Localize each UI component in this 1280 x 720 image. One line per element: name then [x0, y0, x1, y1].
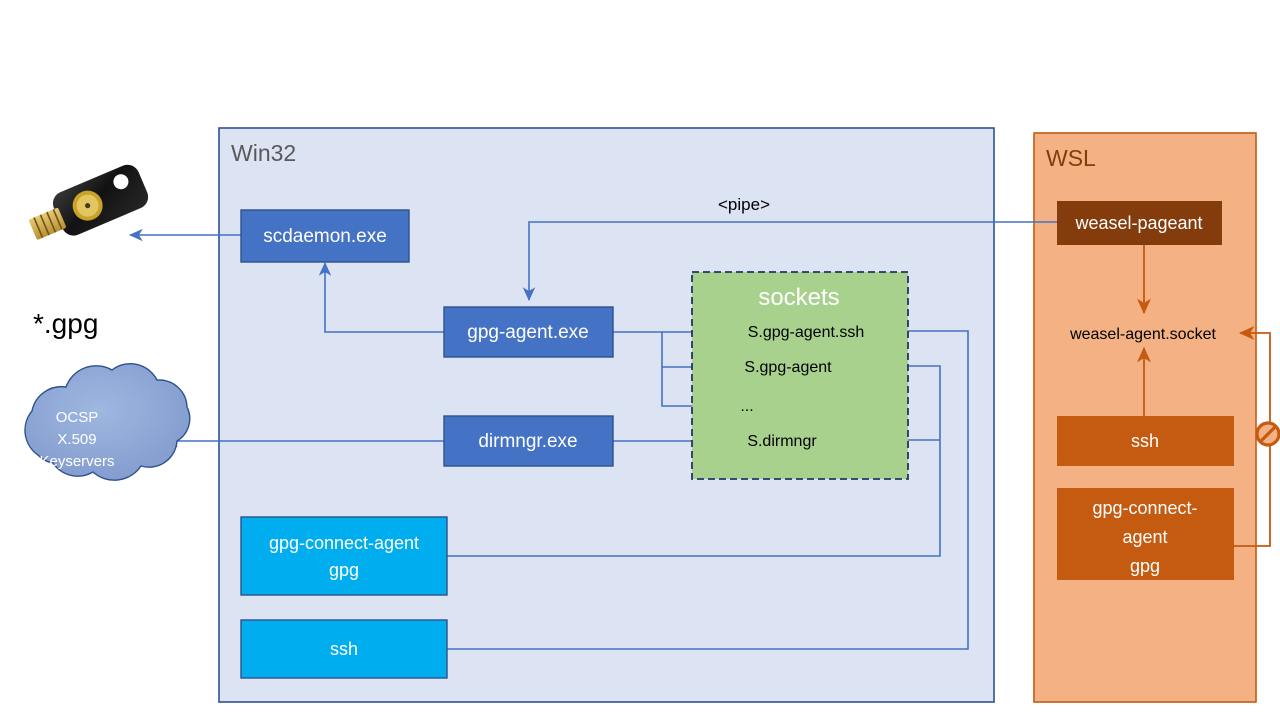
- box-wsl-gpg-connect-agent-label-line1: gpg-connect-: [1092, 498, 1197, 518]
- box-weasel-pageant-label: weasel-pageant: [1074, 213, 1202, 233]
- win32-panel-title: Win32: [231, 140, 296, 166]
- box-scdaemon-label: scdaemon.exe: [263, 226, 387, 247]
- weasel-agent-socket-label: weasel-agent.socket: [1069, 326, 1216, 343]
- sockets-title: sockets: [758, 284, 839, 311]
- connector-pipe-weasel-to-gpgagent: [522, 221, 1057, 301]
- socket-item-1: S.gpg-agent: [744, 359, 832, 376]
- connector-win32ssh-to-socket-gpgagentssh: [447, 324, 969, 650]
- wsl-panel-title: WSL: [1046, 145, 1096, 171]
- pipe-label: <pipe>: [718, 195, 770, 214]
- box-win32-ssh[interactable]: ssh: [240, 619, 448, 679]
- box-gpg-agent[interactable]: gpg-agent.exe: [443, 306, 614, 358]
- box-wsl-gpg-connect-agent[interactable]: gpg-connect- agent gpg: [1057, 488, 1234, 580]
- socket-item-3: S.dirmngr: [747, 433, 817, 450]
- connector-win32gpgconnect-to-socket-gpgagent: [447, 359, 941, 557]
- box-wsl-gpg-connect-agent-label-line3: gpg: [1130, 556, 1160, 576]
- socket-item-0: S.gpg-agent.ssh: [748, 324, 865, 341]
- box-win32-gpg-connect-agent-label-line1: gpg-connect-agent: [269, 533, 419, 553]
- sockets-box: [691, 271, 909, 480]
- box-win32-gpg-connect-agent-label-line2: gpg: [329, 560, 359, 580]
- box-dirmngr-label: dirmngr.exe: [478, 431, 577, 452]
- box-win32-ssh-label: ssh: [330, 639, 358, 659]
- yubikey-icon: [29, 164, 149, 240]
- box-wsl-gpg-connect-agent-label-line2: agent: [1122, 527, 1167, 547]
- box-scdaemon[interactable]: scdaemon.exe: [240, 209, 410, 263]
- cloud-label-line3: Keyservers: [39, 453, 114, 470]
- box-wsl-ssh-label: ssh: [1131, 431, 1159, 451]
- cloud-shape: [24, 363, 191, 481]
- box-gpg-agent-label: gpg-agent.exe: [467, 322, 589, 343]
- box-weasel-pageant[interactable]: weasel-pageant: [1057, 201, 1222, 245]
- box-dirmngr[interactable]: dirmngr.exe: [443, 415, 614, 467]
- box-wsl-ssh[interactable]: ssh: [1057, 416, 1234, 466]
- box-win32-gpg-connect-agent[interactable]: gpg-connect-agent gpg: [240, 516, 448, 596]
- cloud-label-line2: X.509: [57, 431, 96, 448]
- socket-item-2: ...: [740, 398, 753, 415]
- connector-gpgagent-to-scdaemon: [318, 262, 444, 333]
- no-entry-icon: [1255, 421, 1280, 447]
- sockets-group: sockets S.gpg-agent.ssh S.gpg-agent ... …: [691, 271, 909, 480]
- cloud-label-line1: OCSP: [56, 409, 99, 426]
- yubikey-caption: *.gpg: [33, 308, 98, 339]
